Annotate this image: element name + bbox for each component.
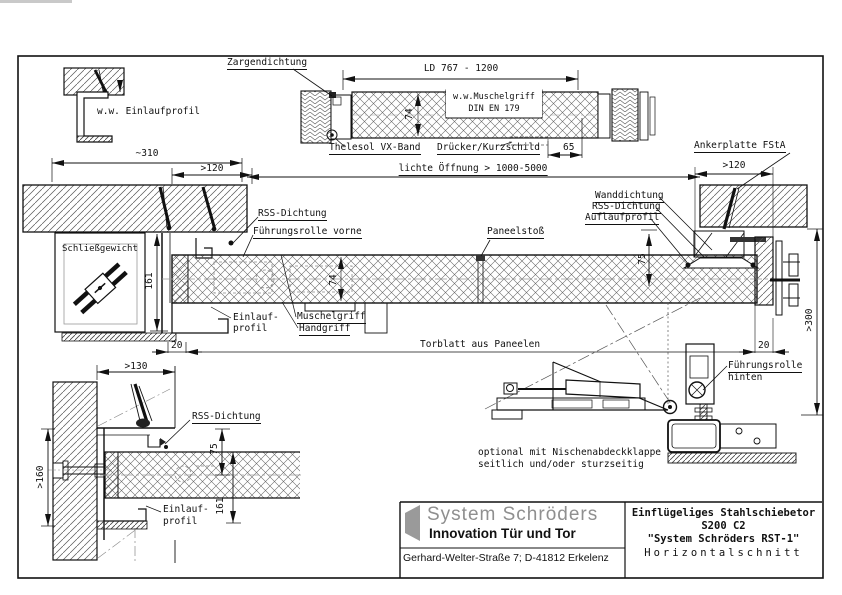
label-ww-einlaufprofil: w.w. Einlaufprofil [97,106,200,117]
label-dim-20-right: 20 [758,340,770,351]
main-horizontal-section [22,152,823,416]
label-einlauf-main-1: Einlauf- [233,312,279,323]
label-zargendichtung: Zargendichtung [227,57,308,70]
label-dim-160: >160 [35,465,47,489]
label-dim-65: 65 [563,142,575,153]
label-dim-120-left: >120 [200,163,224,174]
label-lichte-oeffnung: lichte Öffnung > 1000-5000 [398,163,548,176]
label-dim-74-main: 74 [328,274,340,286]
label-rss-dichtung-left: RSS-Dichtung [258,208,327,221]
label-wanddichtung: Wanddichtung [595,190,664,203]
company-address: Gerhard-Welter-Straße 7; D-41812 Erkelen… [403,552,609,564]
label-handgriff: Handgriff [299,323,351,336]
label-paneelstoss: Paneelstoß [487,226,545,239]
label-ankerplatte: Ankerplatte FStA [694,140,786,153]
drawing-title-2: S200 C2 [701,520,746,532]
label-fuehrungsrolle-vorne: Führungsrolle vorne [253,226,362,239]
label-fuehrungsrolle-hinten-2: hinten [728,372,763,383]
drawing-title-4: Horizontalschnitt [644,547,803,559]
label-dim-120-right: >120 [722,160,746,171]
label-dim-74-top: 74 [404,108,416,120]
muschelgriff-box-line2: DIN EN 179 [468,104,520,114]
label-rss-dichtung-right: RSS-Dichtung [592,201,661,214]
detail-vertical-section [41,365,303,563]
label-muschelgriff-box: w.w.Muschelgriff DIN EN 179 [446,89,542,117]
label-einlauf-bottom-1: Einlauf- [163,504,209,515]
company-name: System Schröders [427,504,599,525]
drawing-title-1: Einflügeliges Stahlschiebetor [631,507,816,519]
label-schliessgewicht: Schließgewicht [62,244,138,254]
label-muschelgriff: Muschelgriff [297,311,366,324]
label-ld-dim: LD 767 - 1200 [423,63,499,74]
label-dim-310: ~310 [135,148,159,159]
note-optional-2: seitlich und/oder sturzseitig [478,459,644,470]
label-auflaufprofil: Auflaufprofil [585,212,660,225]
company-tagline: Innovation Tür und Tor [429,526,576,541]
closer-mechanism [484,297,797,464]
drawing-title-3: "System Schröders RST-1" [647,533,800,545]
label-fuehrungsrolle-hinten-1: Führungsrolle [728,360,803,373]
label-druecker: Drücker/Kurzschild [437,142,540,155]
label-dim-75-left: 75 [209,443,221,455]
label-dim-130: >130 [124,361,148,372]
label-einlauf-bottom-2: profil [163,516,198,527]
label-thelesol: Thelesol VX-Band [329,142,421,155]
company-logo [405,505,420,541]
title-block-frame [399,501,822,578]
label-torblatt: Torblatt aus Paneelen [420,339,541,350]
label-dim-75-right: 75 [637,253,649,265]
label-dim-20-left: 20 [171,340,183,351]
label-einlauf-main-2: profil [233,323,268,334]
label-dim-161-main: 161 [144,272,156,290]
label-rss-dichtung-bottom: RSS-Dichtung [192,411,261,424]
label-dim-161-bottom: 161 [215,497,227,515]
label-dim-300: >300 [804,308,816,332]
muschelgriff-box-line1: w.w.Muschelgriff [453,92,535,102]
note-optional-1: optional mit Nischenabdeckklappe [478,447,662,458]
detail-einlaufprofil-top [63,67,125,143]
